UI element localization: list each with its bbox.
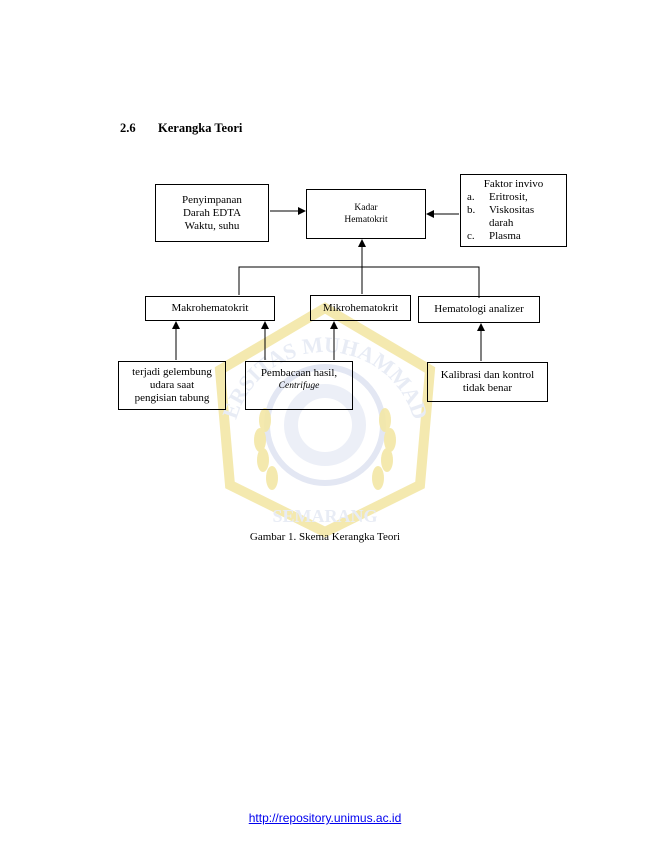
faktor-item: a. Eritrosit, [467,191,560,204]
box-pembacaan-hasil: Pembacaan hasil, Centrifuge [245,361,353,410]
kalibrasi-line-2: tidak benar [462,382,513,394]
faktor-item-label: c. [467,230,475,242]
faktor-item: darah [467,217,560,230]
pembacaan-line-1: Pembacaan hasil, [260,367,338,379]
kalibrasi-line-1: Kalibrasi dan kontrol [440,369,535,381]
faktor-title: Faktor invivo [483,178,544,190]
box-kalibrasi: Kalibrasi dan kontrol tidak benar [427,362,548,402]
box-makrohematokrit: Makrohematokrit [145,296,275,321]
faktor-item-text: darah [489,217,514,229]
faktor-item-text: Viskositas [489,204,535,216]
hematologi-label: Hematologi analizer [434,303,524,315]
repository-link[interactable]: http://repository.unimus.ac.id [248,811,402,825]
penyimpanan-line-2: Darah EDTA [182,206,242,219]
makro-label: Makrohematokrit [171,302,249,314]
faktor-item: c. Plasma [467,230,560,243]
gelembung-line-2: udara saat [149,379,195,391]
box-gelembung: terjadi gelembung udara saat pengisian t… [118,361,226,410]
methods-bracket [238,266,480,298]
box-mikrohematokrit: Mikrohematokrit [310,295,411,321]
box-penyimpanan: Penyimpanan Darah EDTA Waktu, suhu [155,184,269,242]
pembacaan-line-2: Centrifuge [278,381,320,391]
faktor-item-text: Plasma [489,230,521,242]
box-faktor-invivo: Faktor invivo a.Eritrosit, b.Viskositas … [460,174,567,247]
kadar-line-1: Kadar [354,203,378,213]
section-title: Kerangka Teori [158,121,243,135]
penyimpanan-line-3: Waktu, suhu [184,219,240,232]
gelembung-line-3: pengisian tabung [134,392,210,404]
section-number: 2.6 [120,121,136,135]
mikro-label: Mikrohematokrit [322,301,399,314]
gelembung-line-1: terjadi gelembung [132,366,212,378]
box-kadar-hematokrit: Kadar Hematokrit [306,189,426,239]
faktor-item: b. Viskositas [467,204,560,217]
faktor-item-text: Eritrosit, [489,191,528,203]
faktor-item-label: b. [467,204,476,216]
box-hematologi-analizer: Hematologi analizer [418,296,540,323]
kadar-line-2: Hematokrit [344,215,388,225]
faktor-item-label: a. [467,191,475,203]
faktor-item-label [467,217,489,230]
watermark-bottom-text: SEMARANG [272,506,377,526]
section-heading: 2.6 Kerangka Teori [120,121,242,136]
figure-caption: Gambar 1. Skema Kerangka Teori [249,531,401,543]
penyimpanan-line-1: Penyimpanan [182,193,242,206]
